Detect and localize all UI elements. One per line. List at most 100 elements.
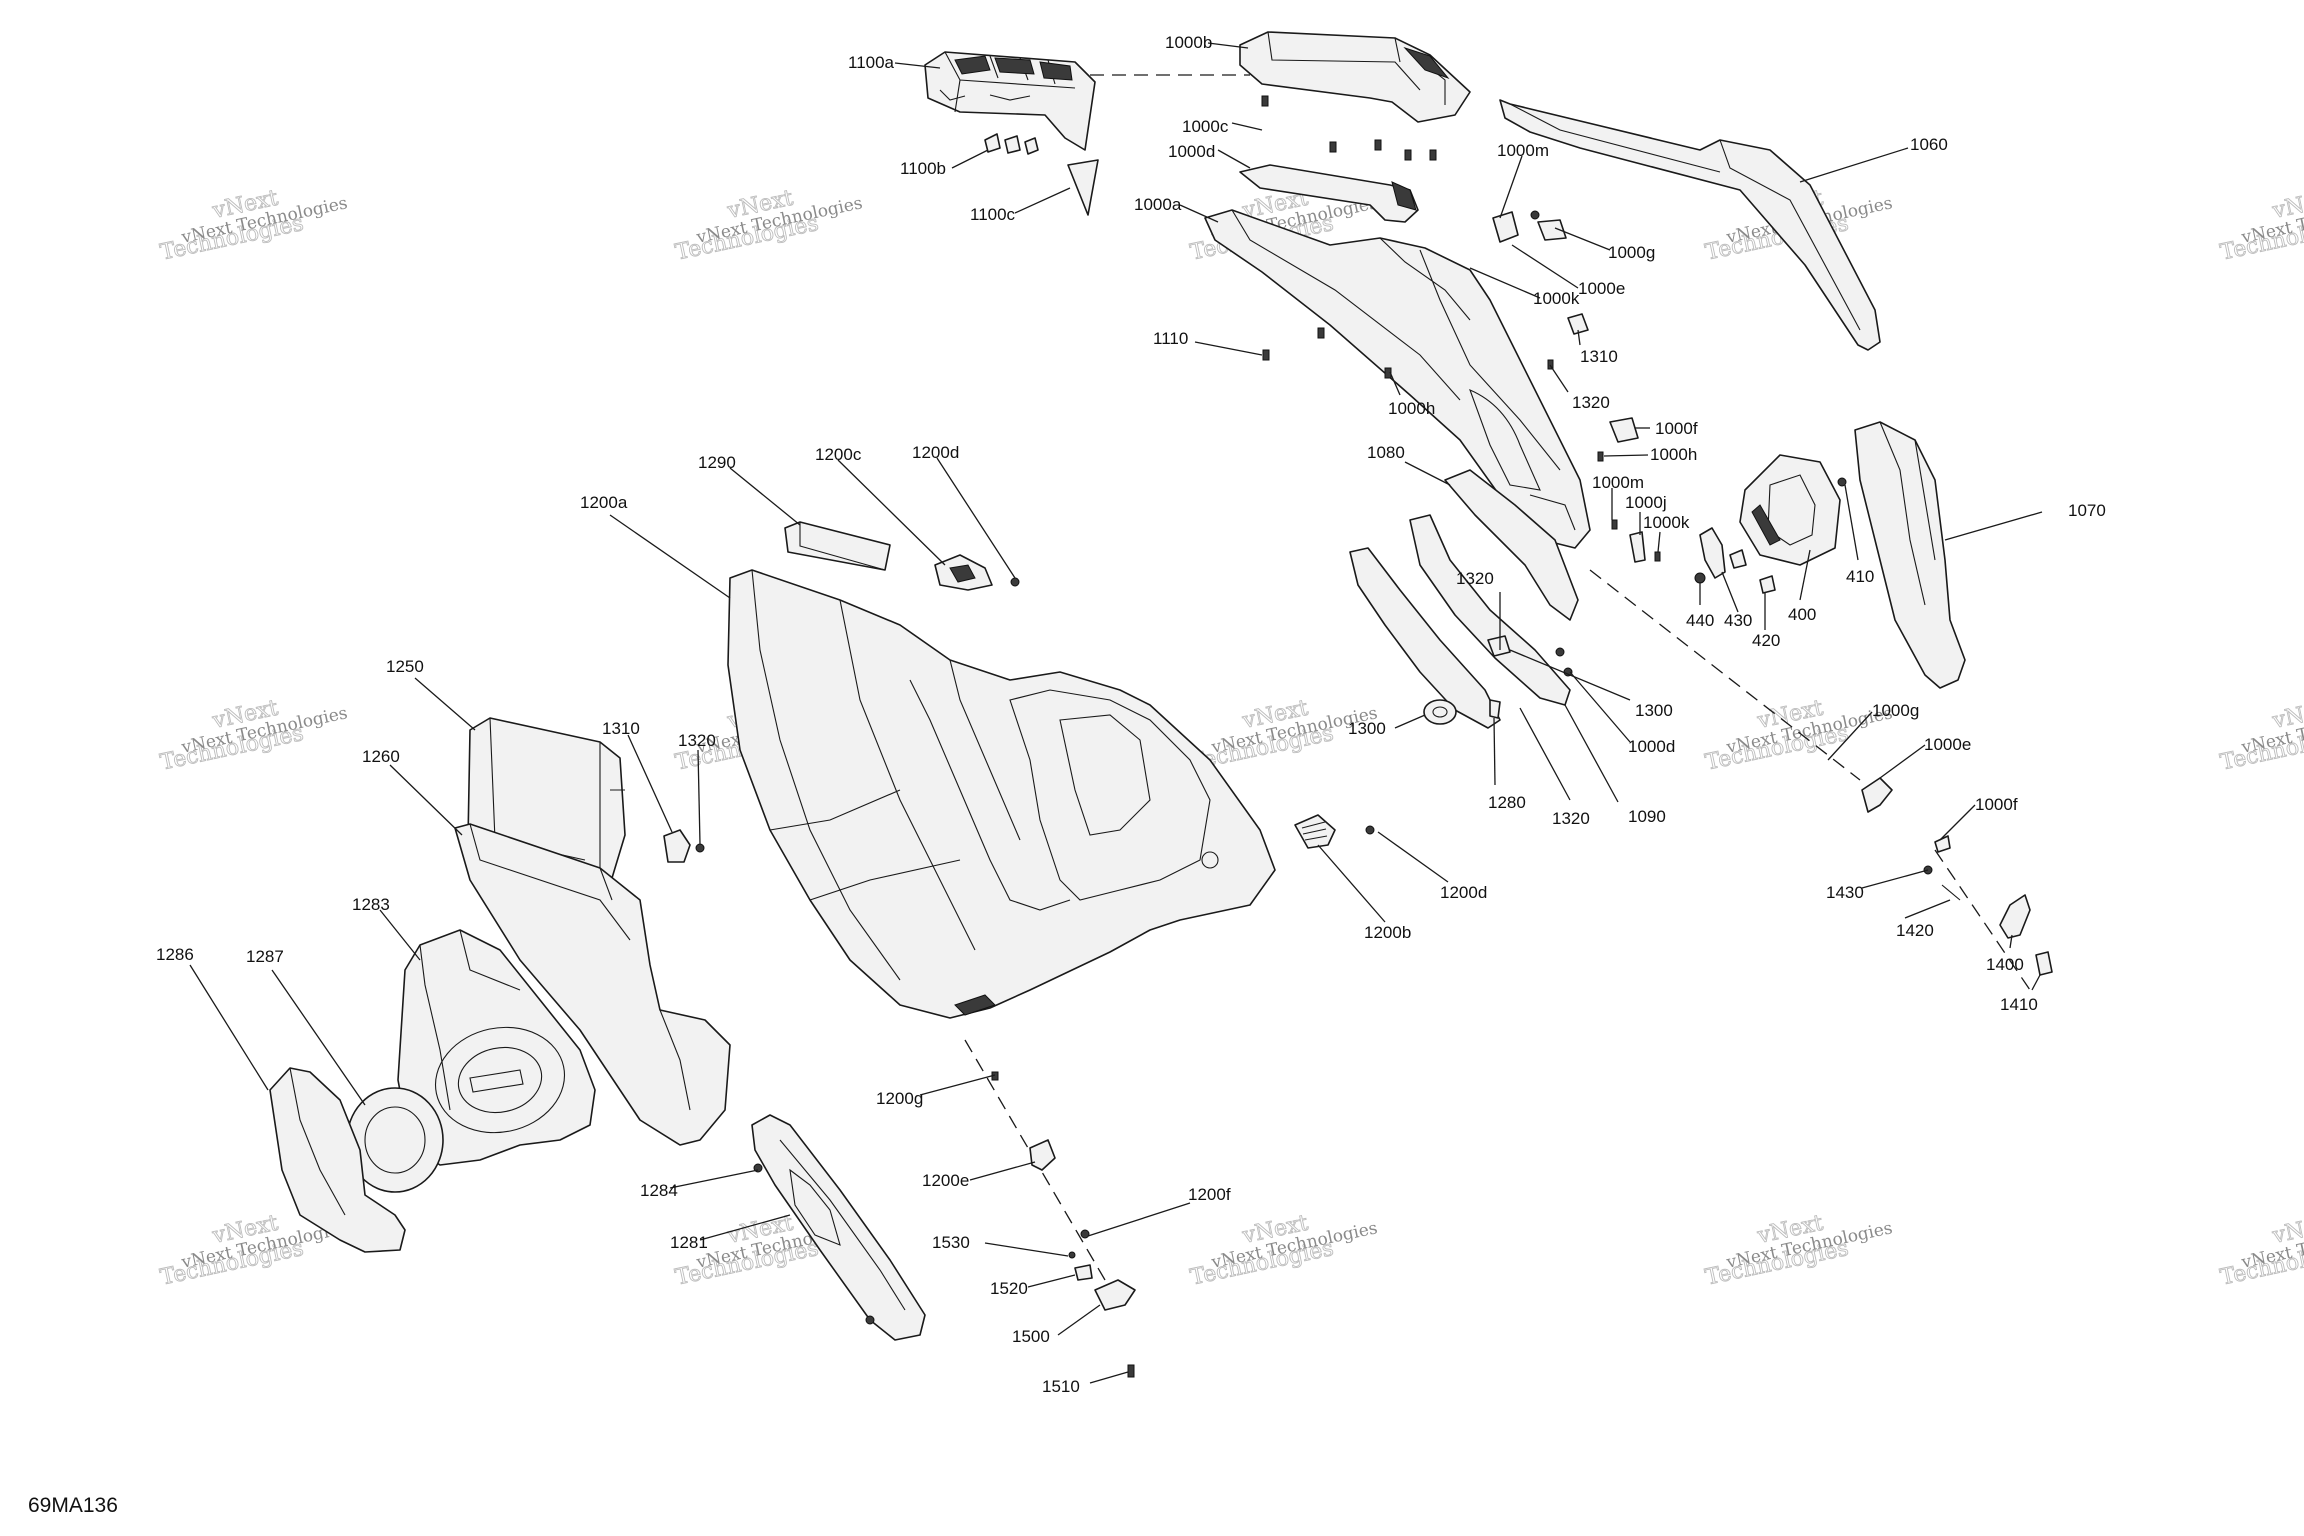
callout-1100c: 1100c bbox=[970, 205, 1016, 224]
part-1281-lower-handle bbox=[751, 1114, 926, 1341]
callout-1200d-top: 1200d bbox=[912, 443, 959, 462]
part-1100c-lens bbox=[1067, 159, 1099, 216]
callout-1090: 1090 bbox=[1628, 807, 1666, 826]
part-1287-speaker-ring bbox=[346, 1087, 444, 1193]
callout-1286: 1286 bbox=[156, 945, 194, 964]
watermark: vNext Technologies vNext Technologies bbox=[2218, 695, 2304, 776]
callout-1500: 1500 bbox=[1012, 1327, 1050, 1346]
callout-1320-low: 1320 bbox=[1552, 809, 1590, 828]
callout-1000j: 1000j bbox=[1625, 493, 1667, 512]
part-1300-1280-grommets bbox=[1423, 635, 1573, 725]
callout-1200d-right: 1200d bbox=[1440, 883, 1487, 902]
part-1310-1320-left-fittings bbox=[663, 829, 705, 863]
part-1000a-side-console bbox=[1204, 209, 1591, 549]
callout-1200b: 1200b bbox=[1364, 923, 1411, 942]
callout-1000a: 1000a bbox=[1134, 195, 1182, 214]
callout-1000k-mid: 1000k bbox=[1643, 513, 1690, 532]
callout-1430: 1430 bbox=[1826, 883, 1864, 902]
part-1060-windshield-trim bbox=[1499, 99, 1881, 351]
part-1000f-1000h-clip bbox=[1597, 417, 1639, 462]
callout-1100a: 1100a bbox=[848, 53, 895, 72]
part-1080-1090-trim-strips bbox=[1349, 469, 1579, 729]
callout-1420: 1420 bbox=[1896, 921, 1934, 940]
callout-1200g: 1200g bbox=[876, 1089, 923, 1108]
part-1000b-upper-panel bbox=[1239, 31, 1471, 123]
callout-1287: 1287 bbox=[246, 947, 284, 966]
part-1286-speaker-cover bbox=[269, 1067, 406, 1253]
part-1100a-light-bracket bbox=[924, 51, 1096, 151]
leader-lines bbox=[189, 42, 2043, 1384]
callout-1320-left: 1320 bbox=[678, 731, 716, 750]
callout-1100b: 1100b bbox=[900, 159, 946, 178]
callout-400: 400 bbox=[1788, 605, 1816, 624]
callout-1000c: 1000c bbox=[1182, 117, 1229, 136]
callout-1250: 1250 bbox=[386, 657, 424, 676]
callout-1070: 1070 bbox=[2068, 501, 2106, 520]
callout-labels: 1100a 1100b 1100c 1000b 1000c 1000d 1000… bbox=[156, 33, 2106, 1396]
callout-1310-left: 1310 bbox=[602, 719, 640, 738]
part-1200c-latch-cover bbox=[934, 554, 993, 591]
part-1000d-trim-strip bbox=[1239, 164, 1419, 223]
part-1000g-latch bbox=[1537, 219, 1567, 241]
callout-1000d-top: 1000d bbox=[1168, 142, 1215, 161]
watermark: vNext Technologies vNext Technologies bbox=[158, 695, 350, 776]
callout-1310-top: 1310 bbox=[1580, 347, 1618, 366]
watermark: vNext Technologies vNext Technologies bbox=[673, 185, 865, 266]
assembly-axis-lines bbox=[964, 74, 2031, 1281]
fasteners-1110-1000h bbox=[1262, 327, 1392, 379]
callout-420: 420 bbox=[1752, 631, 1780, 650]
callout-1320-top: 1320 bbox=[1572, 393, 1610, 412]
watermark: vNext Technologies vNext Technologies bbox=[1188, 1210, 1380, 1291]
callout-1000g-low: 1000g bbox=[1872, 701, 1919, 720]
callout-1000k-top: 1000k bbox=[1533, 289, 1580, 308]
callout-1200a: 1200a bbox=[580, 493, 628, 512]
part-1200e-1500-lower-latch bbox=[991, 1071, 1136, 1378]
callout-1000f-top: 1000f bbox=[1655, 419, 1698, 438]
callout-1060: 1060 bbox=[1910, 135, 1948, 154]
callout-1260: 1260 bbox=[362, 747, 400, 766]
callout-1530: 1530 bbox=[932, 1233, 970, 1252]
callout-1320-mid: 1320 bbox=[1456, 569, 1494, 588]
callout-1510: 1510 bbox=[1042, 1377, 1080, 1396]
callout-1300-left: 1300 bbox=[1348, 719, 1386, 738]
callout-440: 440 bbox=[1686, 611, 1714, 630]
diagram-reference-code: 69MA136 bbox=[28, 1494, 118, 1517]
callout-1000f-low: 1000f bbox=[1975, 795, 2018, 814]
watermark: vNext Technologies vNext Technologies bbox=[2218, 185, 2304, 266]
part-1200b-grab-handle bbox=[1294, 814, 1375, 849]
parts-410-440-small-hardware bbox=[1694, 477, 1847, 594]
part-1200a-door-panel bbox=[727, 569, 1276, 1019]
part-1000j-1000k-pins bbox=[1611, 519, 1661, 563]
part-1200d-top-screw bbox=[1010, 577, 1020, 587]
part-1100b-clips bbox=[984, 133, 1039, 155]
watermark: vNext Technologies vNext Technologies bbox=[1703, 695, 1895, 776]
callout-430: 430 bbox=[1724, 611, 1752, 630]
watermark: vNext Technologies vNext Technologies bbox=[2218, 1210, 2304, 1291]
callout-1000h-top: 1000h bbox=[1388, 399, 1435, 418]
callout-1400: 1400 bbox=[1986, 955, 2024, 974]
callout-1110: 1110 bbox=[1153, 329, 1188, 348]
callout-1000e-top: 1000e bbox=[1578, 279, 1625, 298]
callout-1000h-mid: 1000h bbox=[1650, 445, 1697, 464]
fasteners-1000c bbox=[1261, 95, 1437, 161]
callout-1284: 1284 bbox=[640, 1181, 678, 1200]
callout-1000d-mid: 1000d bbox=[1628, 737, 1675, 756]
callout-1280: 1280 bbox=[1488, 793, 1526, 812]
callout-1080: 1080 bbox=[1367, 443, 1405, 462]
callout-1200c: 1200c bbox=[815, 445, 862, 464]
callout-1200e: 1200e bbox=[922, 1171, 969, 1190]
callout-1520: 1520 bbox=[990, 1279, 1028, 1298]
callout-1283: 1283 bbox=[352, 895, 390, 914]
callout-410: 410 bbox=[1846, 567, 1874, 586]
callout-1000g-top: 1000g bbox=[1608, 243, 1655, 262]
callout-1000m-mid: 1000m bbox=[1592, 473, 1644, 492]
part-1400-latch-assembly bbox=[1861, 777, 2053, 976]
watermark: vNext Technologies vNext Technologies bbox=[158, 185, 350, 266]
callout-1281: 1281 bbox=[670, 1233, 708, 1252]
callout-1200f: 1200f bbox=[1188, 1185, 1231, 1204]
callout-1000e-low: 1000e bbox=[1924, 735, 1971, 754]
callout-1000b: 1000b bbox=[1165, 33, 1212, 52]
part-1290-foam-block bbox=[784, 521, 891, 571]
part-1070-side-panel bbox=[1854, 421, 1966, 689]
